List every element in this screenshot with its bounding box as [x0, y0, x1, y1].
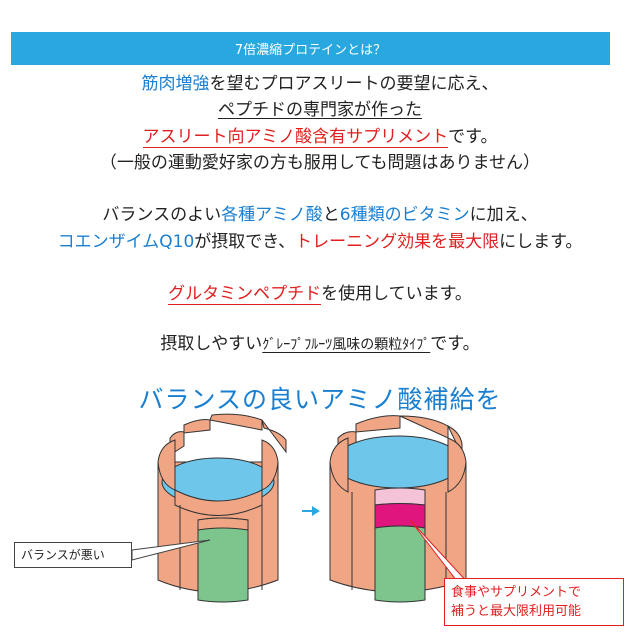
muscle-gain-text: 筋肉増強	[141, 74, 210, 94]
intake-text: が摂取でき、	[194, 232, 296, 252]
intro-line-3: アスリート向アミノ酸含有サプリメントです。	[0, 126, 640, 148]
balance-line-2: コエンザイムQ10が摂取でき、トレーニング効果を最大限にします。	[0, 231, 640, 253]
title-banner: 7倍濃縮プロテインとは？	[11, 32, 610, 65]
maximize-text: にします。	[499, 232, 583, 252]
vitamins-text: 6種類のビタミン	[339, 205, 470, 225]
glutamine-peptide-text: グルタミンペプチド	[168, 284, 322, 305]
unbalanced-label: バランスが悪い	[21, 548, 105, 562]
grapefruit-granule-text: ｸﾞﾚｰﾌﾟﾌﾙｰﾂ風味の顆粒ﾀｲﾌﾟ	[262, 337, 431, 353]
right-barrel	[329, 415, 467, 603]
intro-line-2: ペプチドの専門家が作った	[0, 99, 640, 121]
supplement-label-1: 食事やサプリメントで	[451, 585, 582, 600]
left-barrel	[157, 413, 287, 603]
balance-line-1: バランスのよい各種アミノ酸と6種類のビタミンに加え、	[0, 204, 640, 226]
note-text: （一般の運動愛好家の方も服用しても問題はありません）	[99, 153, 541, 173]
in-addition-text: に加え、	[469, 205, 538, 225]
intro-text: を望むプロアスリートの要望に応え、	[209, 74, 499, 94]
supplement-label-2: 補うと最大限利用可能	[451, 604, 582, 619]
desu-text: です。	[448, 127, 498, 147]
supplement-callout: 食事やサプリメントで 補うと最大限利用可能	[444, 578, 624, 626]
desu-text-2: です。	[430, 334, 480, 354]
using-text: を使用しています。	[321, 284, 472, 304]
balance-text: バランスのよい	[102, 205, 222, 225]
training-effect-text: トレーニング効果を最大限	[295, 232, 500, 252]
flavor-line: 摂取しやすいｸﾞﾚｰﾌﾟﾌﾙｰﾂ風味の顆粒ﾀｲﾌﾟです。	[0, 333, 640, 356]
glutamine-line: グルタミンペプチドを使用しています。	[0, 283, 640, 305]
and-text: と	[322, 205, 340, 225]
intro-line-4: （一般の運動愛好家の方も服用しても問題はありません）	[0, 152, 640, 174]
easy-intake-text: 摂取しやすい	[160, 334, 263, 354]
banner-title: 7倍濃縮プロテインとは？	[234, 43, 387, 58]
intro-line-1: 筋肉増強を望むプロアスリートの要望に応え、	[0, 73, 640, 95]
expert-text: ペプチドの専門家が作った	[218, 100, 422, 120]
amino-acids-text: 各種アミノ酸	[221, 205, 323, 225]
supplement-text: アスリート向アミノ酸含有サプリメント	[142, 127, 449, 148]
diagram-heading: バランスの良いアミノ酸補給を	[138, 385, 502, 414]
arrow-icon	[302, 506, 320, 516]
unbalanced-callout: バランスが悪い	[14, 542, 132, 568]
coq10-text: コエンザイムQ10	[57, 232, 195, 252]
